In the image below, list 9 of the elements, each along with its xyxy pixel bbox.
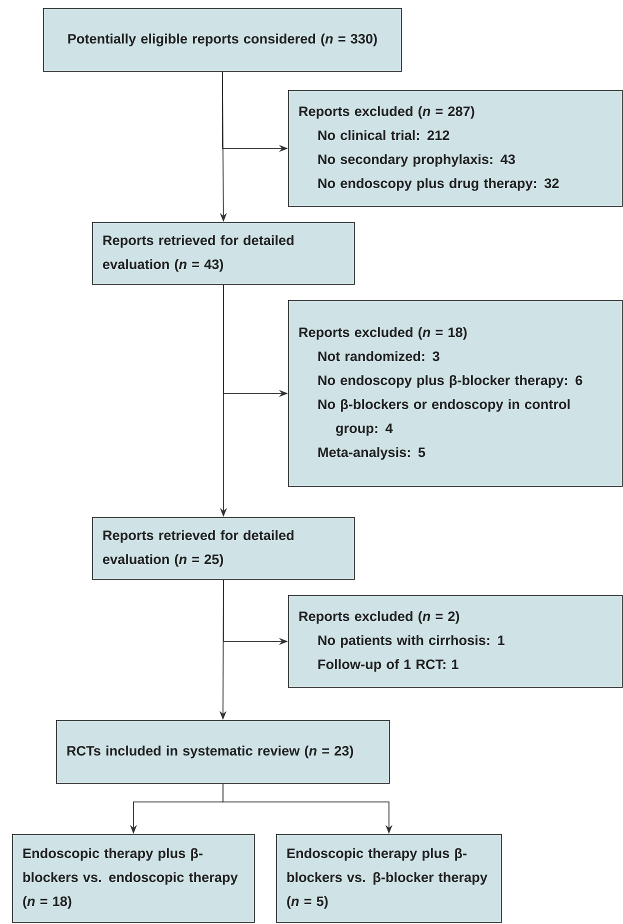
flow-box: Reports excluded (n = 18) Not randomized: 3 No endoscopy plus β-blocker therapy: 6 No β-blockers or endoscopy in control group: 4 Meta-analysis: 5 <box>288 300 623 487</box>
flow-box: Reports retrieved for detailed evaluation (n = 43) <box>92 222 355 285</box>
flow-box: Potentially eligible reports considered (n = 330) <box>43 8 402 72</box>
flow-box: Reports excluded (n = 2) No patients with cirrhosis: 1 Follow-up of 1 RCT: 1 <box>288 595 623 688</box>
flow-box: Reports excluded (n = 287) No clinical trial: 212 No secondary prophylaxis: 43 No endoscopy plus drug therapy: 32 <box>288 90 623 207</box>
flow-box: Reports retrieved for detailed evaluation (n = 25) <box>92 517 355 580</box>
flow-box: Endoscopic therapy plus β-blockers vs. endoscopic therapy (n = 18) <box>12 834 255 923</box>
flow-box: Endoscopic therapy plus β-blockers vs. β-blocker therapy (n = 5) <box>276 834 502 923</box>
flow-box: RCTs included in systematic review (n = 23) <box>56 720 390 784</box>
